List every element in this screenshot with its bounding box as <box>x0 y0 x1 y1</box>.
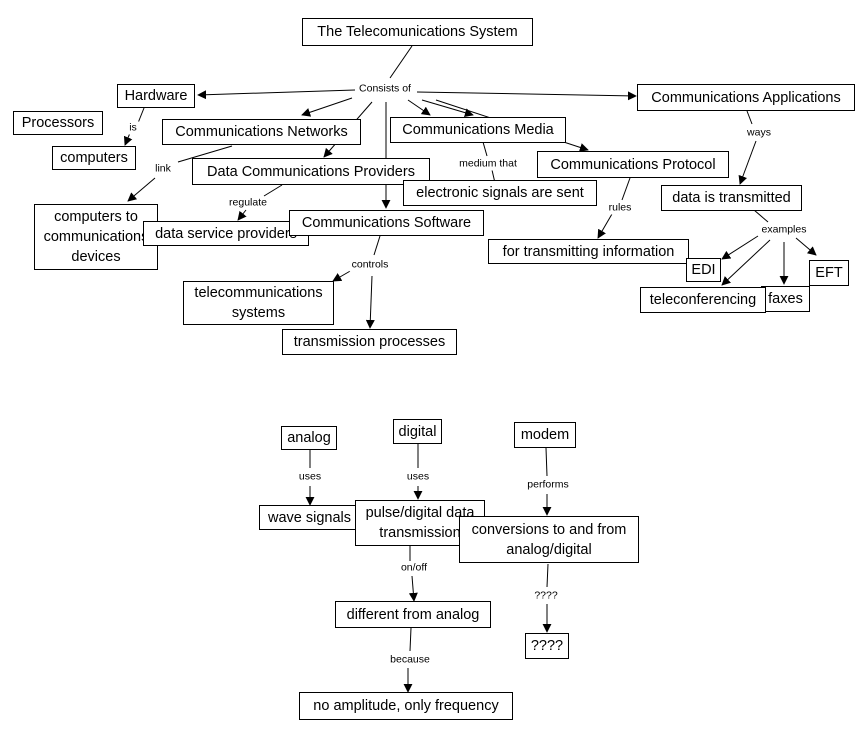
link-label-controls[interactable]: controls <box>349 258 391 272</box>
node-comm-software[interactable]: Communications Software <box>289 210 484 236</box>
link-label-uses-analog[interactable]: uses <box>296 470 324 484</box>
link-label-link[interactable]: link <box>153 162 173 176</box>
link-label-ways[interactable]: ways <box>745 126 773 140</box>
node-comm-media[interactable]: Communications Media <box>390 117 566 143</box>
node-comm-applications[interactable]: Communications Applications <box>637 84 855 111</box>
link-label-because[interactable]: because <box>388 653 432 667</box>
node-hardware[interactable]: Hardware <box>117 84 195 108</box>
node-comm-networks[interactable]: Communications Networks <box>162 119 361 145</box>
node-unknown[interactable]: ???? <box>525 633 569 659</box>
node-conversions[interactable]: conversions to and from analog/digital <box>459 516 639 563</box>
node-analog[interactable]: analog <box>281 426 337 450</box>
link-label-is[interactable]: is <box>127 121 139 135</box>
node-data-transmitted[interactable]: data is transmitted <box>661 185 802 211</box>
node-computers[interactable]: computers <box>52 146 136 170</box>
link-label-unknown[interactable]: ???? <box>532 589 560 603</box>
node-digital[interactable]: digital <box>393 419 442 444</box>
node-electronic-signals[interactable]: electronic signals are sent <box>403 180 597 206</box>
link-label-consists-of[interactable]: Consists of <box>357 82 413 96</box>
link-label-on-off[interactable]: on/off <box>398 561 430 575</box>
node-teleconferencing[interactable]: teleconferencing <box>640 287 766 313</box>
node-computers-to-comm[interactable]: computers to communications devices <box>34 204 158 270</box>
node-eft[interactable]: EFT <box>809 260 849 286</box>
link-label-performs[interactable]: performs <box>525 478 571 492</box>
node-transmitting-info[interactable]: for transmitting information <box>488 239 689 264</box>
node-edi[interactable]: EDI <box>686 258 721 282</box>
link-label-regulate[interactable]: regulate <box>227 196 269 210</box>
node-no-amplitude[interactable]: no amplitude, only frequency <box>299 692 513 720</box>
link-label-rules[interactable]: rules <box>606 201 634 215</box>
node-data-service-providers[interactable]: data service providers <box>143 221 309 246</box>
node-processors[interactable]: Processors <box>13 111 103 135</box>
link-label-medium-that[interactable]: medium that <box>457 157 519 171</box>
node-modem[interactable]: modem <box>514 422 576 448</box>
node-transmission-processes[interactable]: transmission processes <box>282 329 457 355</box>
node-telecom-systems[interactable]: telecommunications systems <box>183 281 334 325</box>
node-data-comm-providers[interactable]: Data Communications Providers <box>192 158 430 185</box>
link-label-uses-digital[interactable]: uses <box>404 470 432 484</box>
node-comm-protocol[interactable]: Communications Protocol <box>537 151 729 178</box>
node-different-from-analog[interactable]: different from analog <box>335 601 491 628</box>
link-label-examples[interactable]: examples <box>759 223 809 237</box>
node-wave-signals[interactable]: wave signals <box>259 505 360 530</box>
node-faxes[interactable]: faxes <box>761 286 810 312</box>
node-telecom-system[interactable]: The Telecomunications System <box>302 18 533 46</box>
